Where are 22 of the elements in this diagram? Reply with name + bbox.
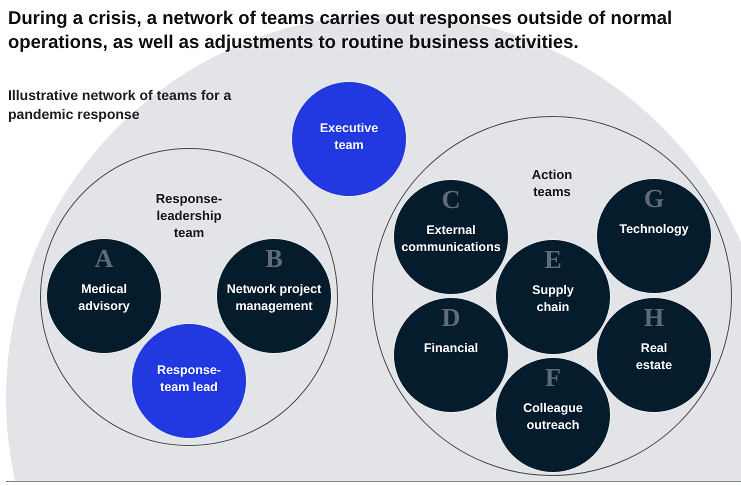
team-name: External communications	[400, 222, 502, 256]
group-heading: Action teams	[530, 166, 574, 200]
team-name: Executive team	[318, 120, 380, 154]
group-heading: Response-leadership team	[154, 190, 224, 241]
team-letter: G	[644, 185, 664, 213]
team-letter: A	[94, 245, 114, 273]
team-name: Medical advisory	[77, 281, 131, 315]
team-name: Financial	[422, 340, 480, 357]
team-letter: D	[442, 304, 460, 332]
title: During a crisis, a network of teams carries out responses outside of normal operations, as well as adjustments to routine business activities.	[8, 6, 674, 54]
team-name: Real estate	[634, 340, 674, 374]
team-letter: F	[545, 364, 561, 392]
team-name: Response-team lead	[156, 362, 222, 396]
team-name: Network project management	[226, 281, 322, 315]
team-letter: H	[644, 304, 664, 332]
team-letter: B	[265, 245, 283, 273]
team-name: Supply chain	[531, 282, 575, 316]
team-letter: E	[544, 246, 562, 274]
team-letter: C	[442, 186, 460, 214]
team-name: Colleague outreach	[522, 400, 584, 434]
team-name: Technology	[618, 221, 690, 238]
subtitle: Illustrative network of teams for a pandemic response	[8, 86, 232, 124]
